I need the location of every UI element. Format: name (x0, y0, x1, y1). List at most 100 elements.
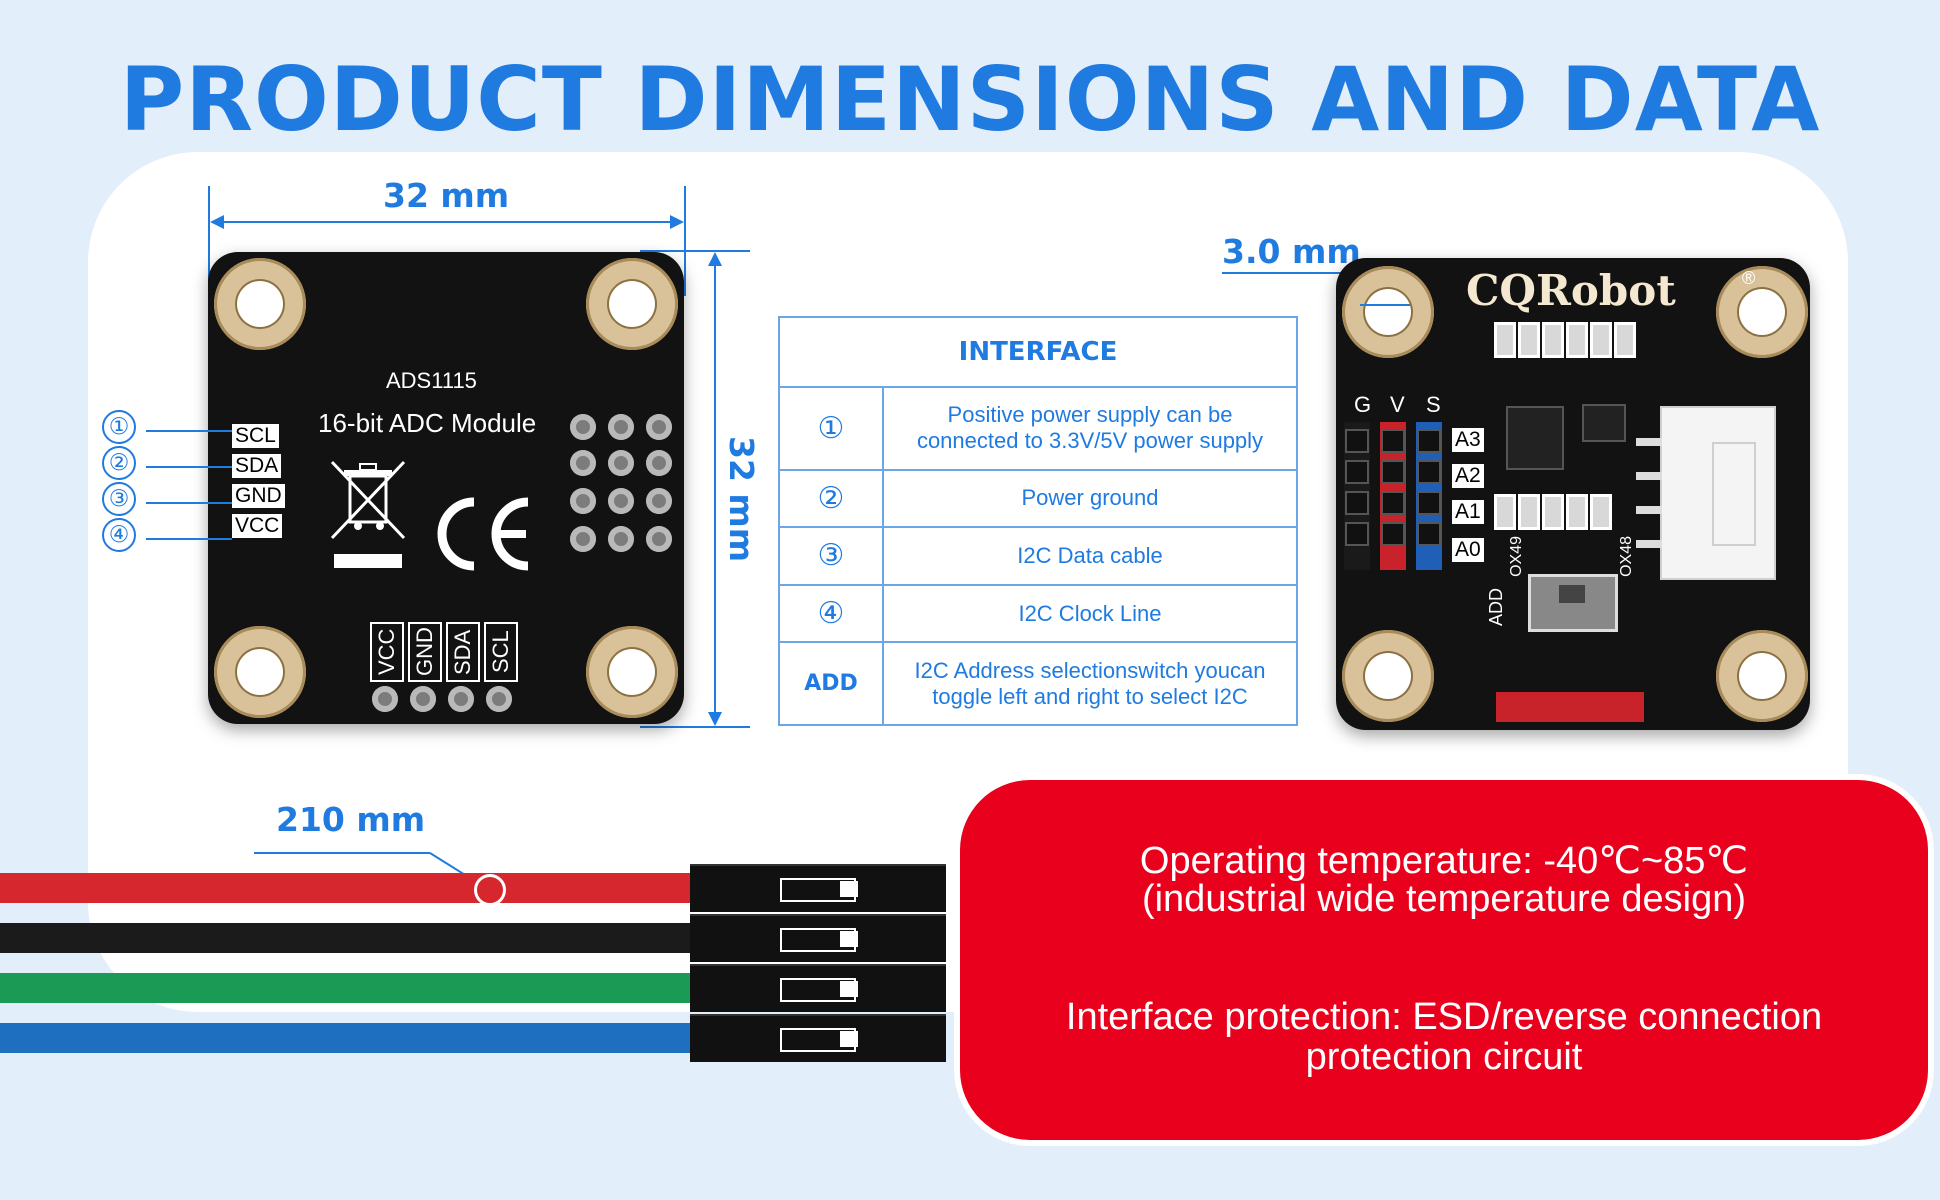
temp-line-1: Operating temperature: -40℃~85℃ (1139, 840, 1749, 882)
blue-wire (0, 1023, 700, 1053)
smd-resistor (1590, 494, 1612, 530)
solder-pad (570, 414, 596, 440)
callout-leader (146, 466, 232, 468)
solder-pad (410, 686, 436, 712)
power-header (1380, 422, 1406, 570)
solder-pad (608, 526, 634, 552)
hole-span-line (1360, 304, 1410, 306)
bottom-pin-label: VCC (370, 622, 404, 682)
page-title: PRODUCT DIMENSIONS AND DATA (119, 48, 1821, 151)
gvs-label: G (1354, 392, 1372, 417)
jst-pin (1636, 506, 1662, 514)
solder-pad (646, 450, 672, 476)
protect-line-1: Interface protection: ESD/reverse connec… (1065, 996, 1823, 1038)
callout-leader (146, 538, 232, 540)
side-pin-label: SDA (232, 454, 282, 478)
smd-resistor (1494, 322, 1516, 358)
solder-pad (646, 526, 672, 552)
hole-leader (1222, 272, 1342, 274)
adc-board-back: ADS1115 16-bit ADC Module VCC GND S (208, 252, 684, 724)
bottom-pin-label: SCL (484, 622, 518, 682)
smd-resistor (1518, 494, 1540, 530)
smd-resistor (1614, 322, 1636, 358)
side-pin-label: SCL (232, 424, 279, 448)
addr-49-label: OX49 (1508, 536, 1525, 577)
channel-label: A1 (1452, 500, 1484, 524)
mounting-hole (1716, 266, 1808, 358)
solder-pad (570, 488, 596, 514)
side-pin-label: VCC (232, 514, 283, 538)
mounting-hole (1342, 630, 1434, 722)
mounting-hole (586, 258, 678, 350)
jst-pin (1636, 540, 1662, 548)
table-row: ③ I2C Data cable (778, 526, 1298, 586)
interface-table: INTERFACE ① Positive power supply can be… (778, 316, 1298, 726)
channel-label: A3 (1452, 428, 1484, 452)
registered-mark: ® (1742, 268, 1756, 288)
mounting-hole (214, 626, 306, 718)
callout-number: ③ (102, 482, 136, 516)
solder-pad (448, 686, 474, 712)
address-switch[interactable] (1528, 574, 1618, 632)
dupont-connector (690, 864, 946, 912)
smd-resistor (1542, 494, 1564, 530)
row-key: ③ (778, 526, 884, 586)
table-row: ② Power ground (778, 468, 1298, 529)
mounting-hole (214, 258, 306, 350)
jst-pin (1636, 472, 1662, 480)
ground-header (1344, 422, 1370, 570)
signal-header (1416, 422, 1442, 570)
callout-number: ④ (102, 518, 136, 552)
bottom-header (1496, 692, 1644, 722)
smd-resistor (1566, 494, 1588, 530)
hole-dimension-label: 3.0 mm (1222, 232, 1361, 271)
dupont-connector (690, 964, 946, 1012)
red-wire (0, 873, 700, 903)
mounting-hole (586, 626, 678, 718)
ce-mark-icon (426, 494, 536, 574)
cable-leader (254, 852, 430, 854)
jst-pin (1636, 438, 1662, 446)
smd-resistor (1494, 494, 1516, 530)
row-desc: Power ground (882, 468, 1298, 529)
width-label: 32 mm (383, 176, 510, 215)
row-key: ② (778, 468, 884, 529)
channel-label: A2 (1452, 464, 1484, 488)
callout-leader (146, 502, 232, 504)
bottom-pin-label: SDA (446, 622, 480, 682)
weee-bin-icon (328, 458, 408, 542)
solder-pad (608, 450, 634, 476)
row-key: ADD (778, 641, 884, 726)
weee-bar (334, 554, 402, 568)
row-key: ① (778, 386, 884, 471)
solder-pad (486, 686, 512, 712)
adc-board-front: CQRobot ® G V S A3 A2 A1 A0 ADD OX49 OX4… (1336, 258, 1810, 730)
spec-panel: Operating temperature: -40℃~85℃ (industr… (960, 780, 1928, 1140)
solder-pad (372, 686, 398, 712)
green-wire (0, 973, 700, 1003)
protect-line-2: protection circuit (1305, 1036, 1583, 1078)
adc-chip (1506, 406, 1564, 470)
smd-resistor (1590, 322, 1612, 358)
mounting-hole (1342, 266, 1434, 358)
solder-pad (646, 488, 672, 514)
mounting-hole (1716, 630, 1808, 722)
bottom-pin-label: GND (408, 622, 442, 682)
brand-logo: CQRobot (1466, 266, 1676, 315)
side-pin-label: GND (232, 484, 285, 508)
solder-pad (570, 450, 596, 476)
row-key: ④ (778, 583, 884, 644)
callout-number: ① (102, 410, 136, 444)
callout-number: ② (102, 446, 136, 480)
interface-header: INTERFACE (778, 316, 1298, 388)
cable-marker (474, 874, 506, 906)
solder-pad (570, 526, 596, 552)
jst-connector[interactable] (1660, 406, 1776, 580)
dupont-connector (690, 914, 946, 962)
temp-line-2: (industrial wide temperature design) (1141, 878, 1747, 920)
gvs-label: S (1426, 392, 1441, 417)
table-row: ④ I2C Clock Line (778, 583, 1298, 644)
